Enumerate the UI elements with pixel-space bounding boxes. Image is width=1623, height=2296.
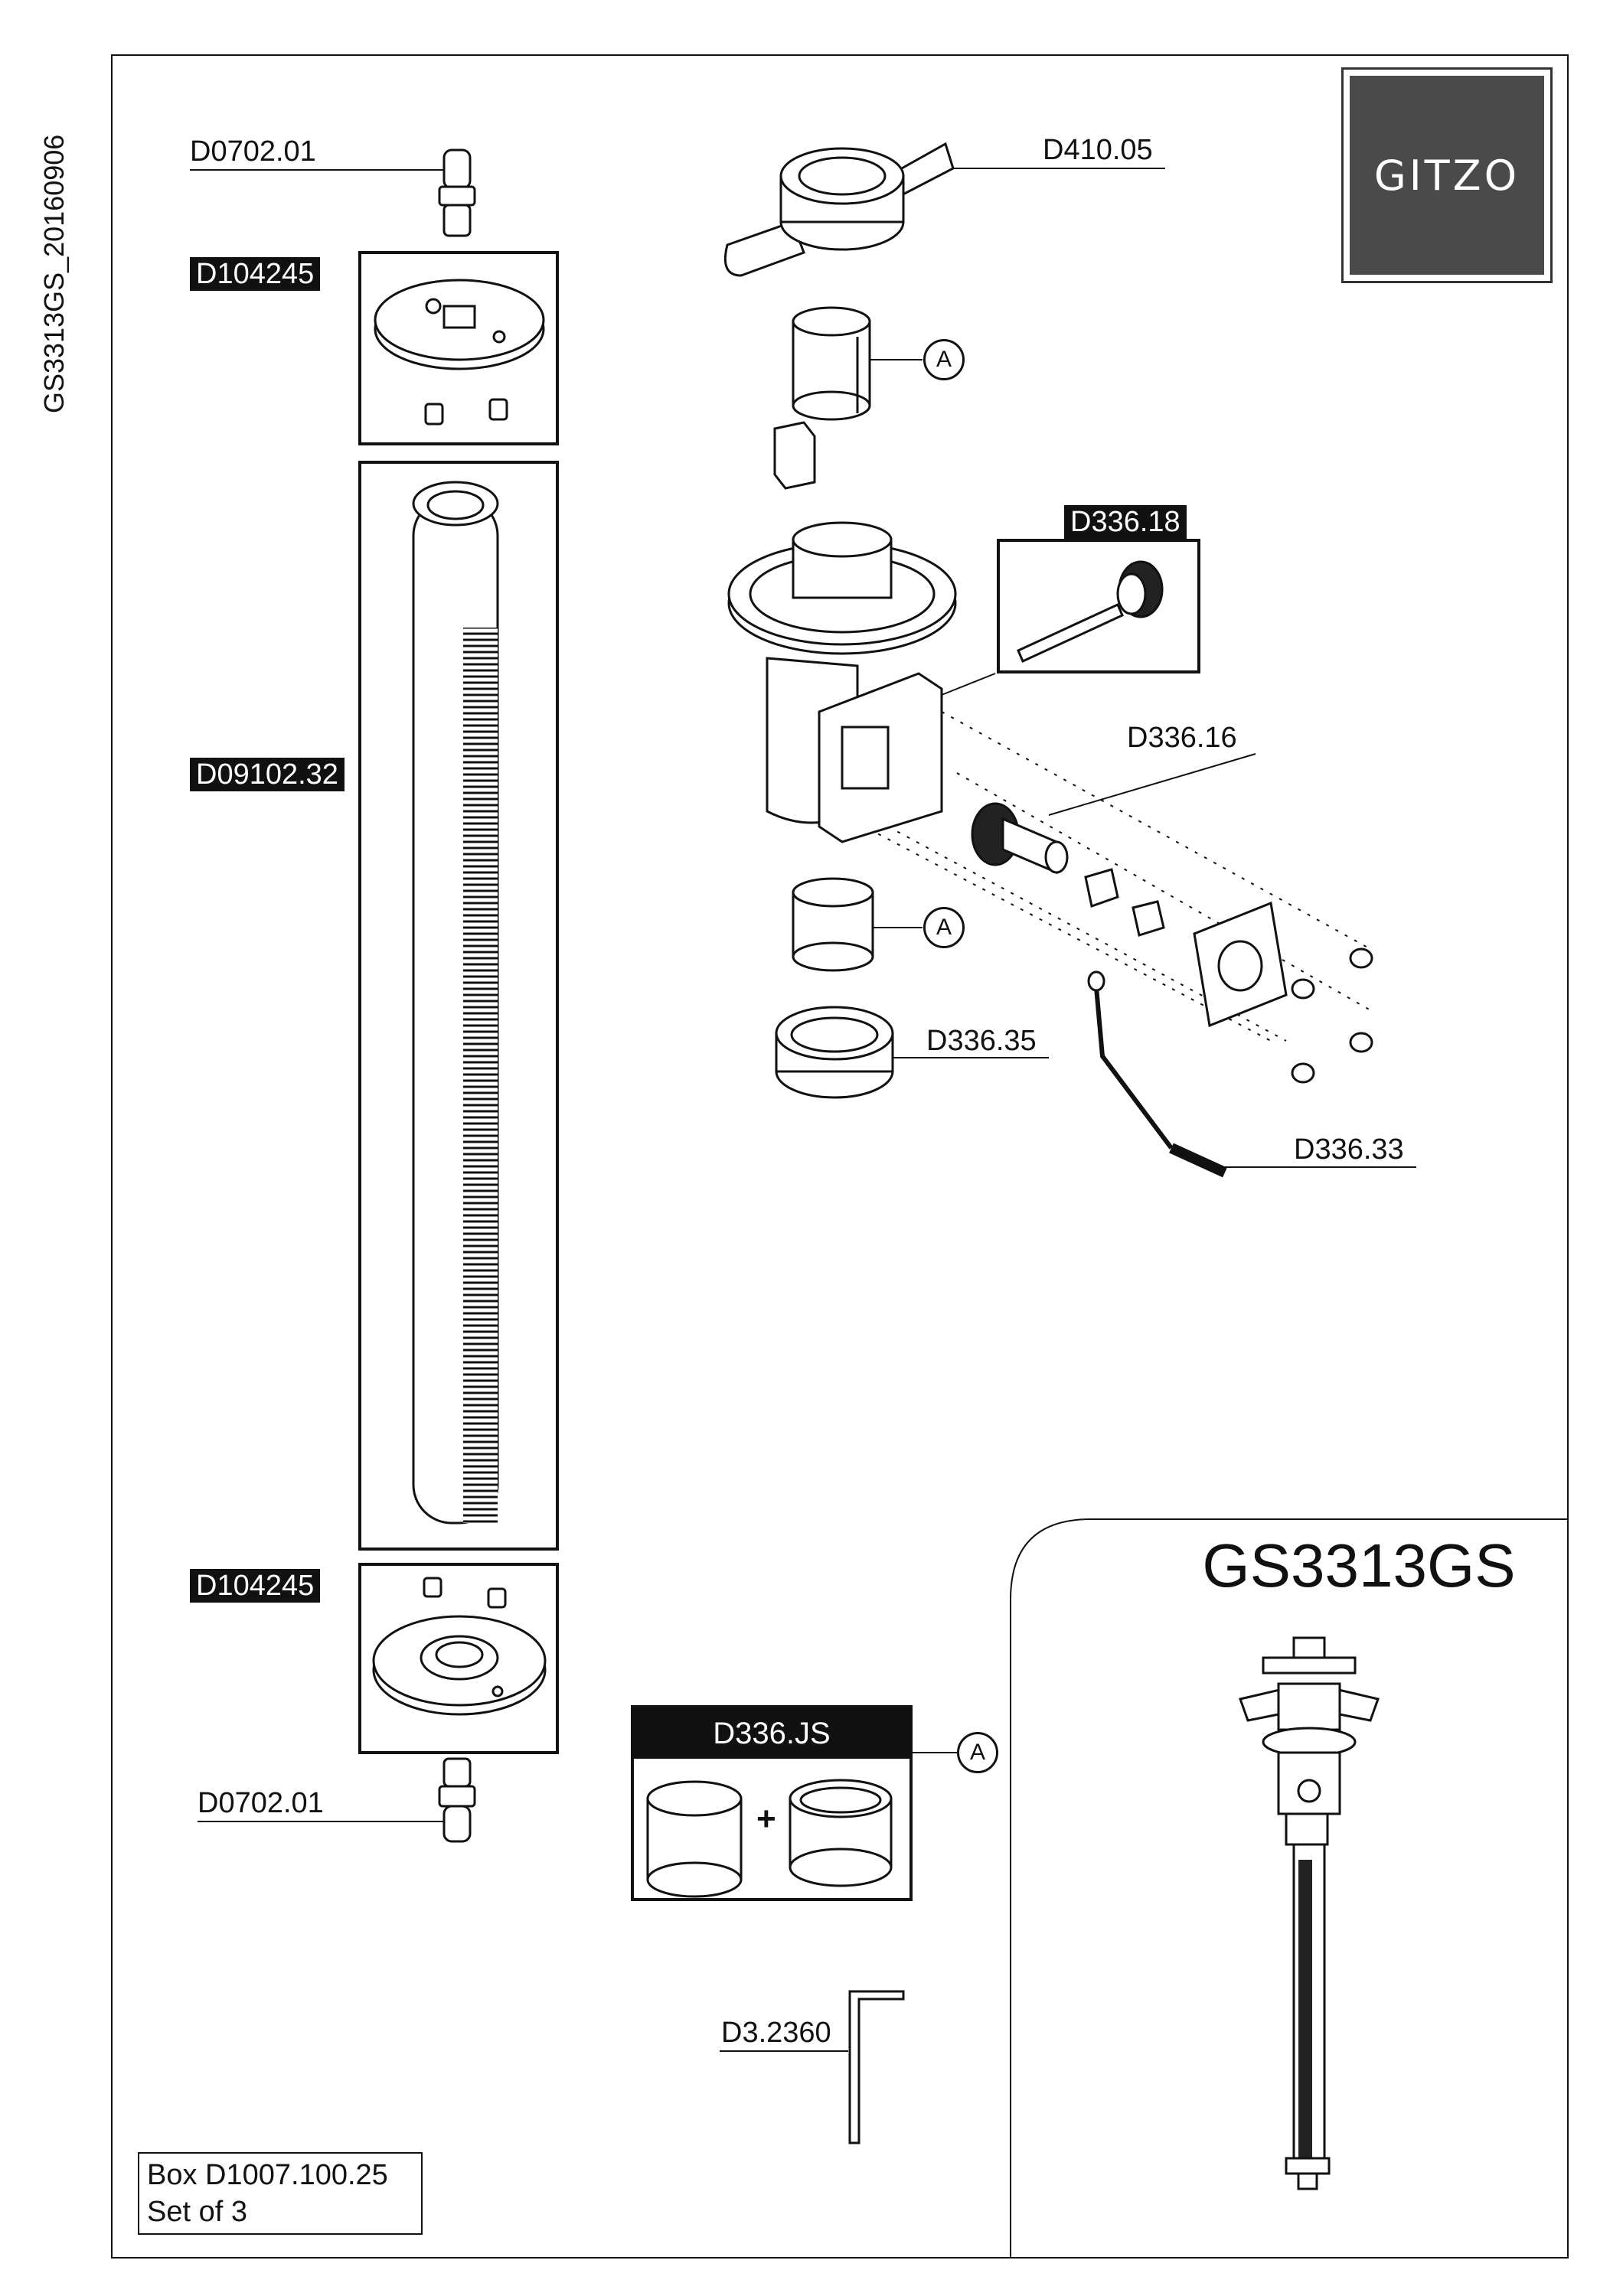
gear-frame <box>997 539 1200 673</box>
label-top-cap: D104245 <box>190 257 321 291</box>
leader-worm <box>1048 753 1256 816</box>
assembled-model-drawing <box>1239 1636 1380 2190</box>
cover-plate-drawing <box>1193 901 1288 1028</box>
washers-drawing <box>1084 868 1165 937</box>
gear-drawing <box>1017 560 1164 664</box>
worm-drawing <box>971 802 1069 875</box>
label-hex-key: D3.2360 <box>721 2017 831 2049</box>
housing-drawing <box>727 521 957 843</box>
kit-title: D336.JS <box>634 1708 909 1759</box>
crank-tip-icon <box>1087 970 1105 992</box>
brand-logo-plate: GITZO <box>1350 76 1544 275</box>
label-ring: D336.35 <box>926 1025 1037 1057</box>
label-crank: D336.33 <box>1294 1133 1404 1166</box>
bottom-cap-frame <box>358 1563 559 1754</box>
label-worm: D336.16 <box>1127 722 1237 754</box>
kit-box: D336.JS + <box>631 1705 913 1901</box>
model-title: GS3313GS <box>1202 1531 1516 1600</box>
bottom-screw-drawing <box>438 1757 476 1843</box>
top-screw-drawing <box>438 148 476 237</box>
crank-drawing <box>1094 987 1227 1178</box>
ref-marker-a-3: A <box>957 1732 998 1773</box>
ring-drawing <box>775 1006 894 1099</box>
column-frame <box>358 461 559 1551</box>
box-note: Box D1007.100.25 Set of 3 <box>138 2152 423 2235</box>
label-gear: D336.18 <box>1064 505 1187 539</box>
label-bottom-cap: D104245 <box>190 1569 321 1603</box>
clamp-knob-drawing <box>723 142 955 277</box>
ref-marker-a-2: A <box>923 907 965 948</box>
brand-name: GITZO <box>1373 151 1520 200</box>
bushing-a1-drawing <box>792 306 871 421</box>
ref-marker-a-1: A <box>923 339 965 380</box>
box-note-line-1: Box D1007.100.25 <box>147 2159 388 2191</box>
model-panel-border <box>1010 1518 1568 2258</box>
label-column: D09102.32 <box>190 758 345 791</box>
leader-gear <box>941 673 996 696</box>
label-bottom-screw: D0702.01 <box>198 1787 324 1819</box>
plate-screws-drawing <box>1291 947 1373 1084</box>
label-clamp-knob: D410.05 <box>1043 134 1153 166</box>
outer-border <box>111 54 1569 2258</box>
bottom-cap-drawing <box>372 1577 547 1716</box>
bushing-a2-drawing <box>792 877 874 972</box>
kit-plus: + <box>756 1800 776 1838</box>
hex-key-drawing <box>848 1990 905 2144</box>
top-cap-frame <box>358 251 559 445</box>
document-code: GS3313GS_20160906 <box>38 134 70 413</box>
label-top-screw: D0702.01 <box>190 135 316 168</box>
column-drawing <box>412 481 499 1525</box>
kit-bushings-drawing <box>646 1779 893 1898</box>
key-drawing <box>773 421 816 490</box>
brand-logo: GITZO <box>1341 67 1553 283</box>
top-cap-drawing <box>374 279 545 426</box>
box-note-line-2: Set of 3 <box>147 2196 247 2228</box>
